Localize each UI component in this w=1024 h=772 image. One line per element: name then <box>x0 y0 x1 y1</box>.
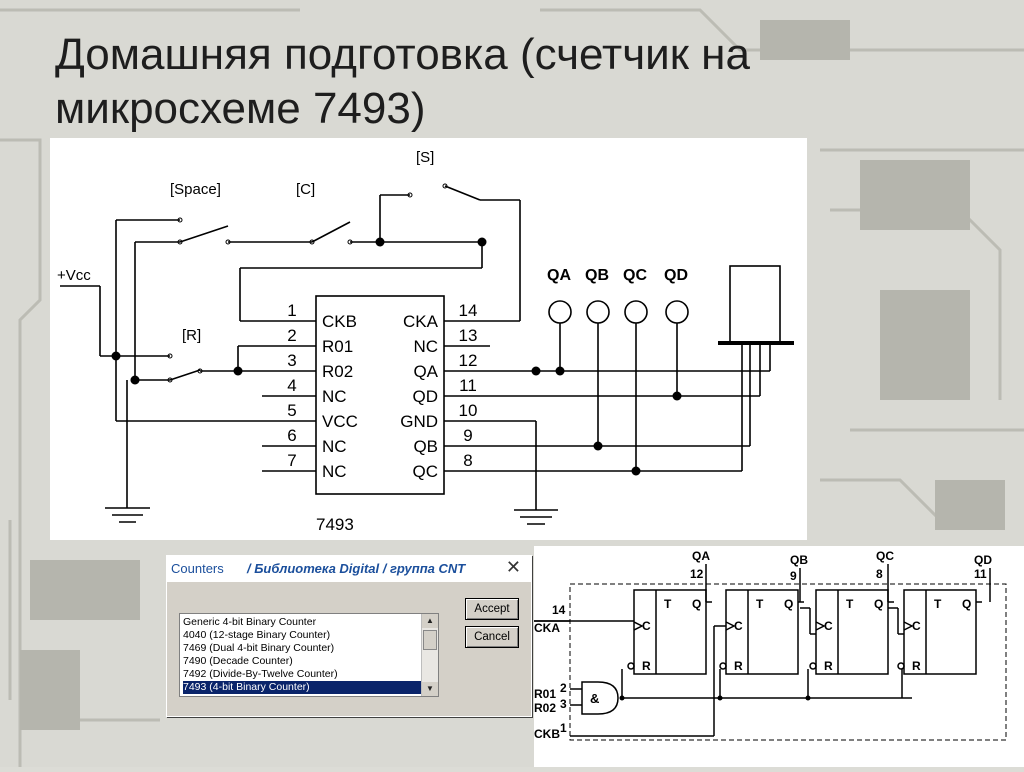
dialog-titlebar: Counters / Библиотека Digital / группа C… <box>167 556 531 582</box>
output-label-qb: QB <box>790 553 808 567</box>
pin-name: NC <box>322 387 347 406</box>
ff-r-label: R <box>642 659 651 673</box>
output-pin-qb: 9 <box>790 569 797 583</box>
output-pin-qd: 11 <box>974 567 987 581</box>
probe-label-qd: QD <box>664 267 688 284</box>
input-label-r02: R02 <box>534 701 556 715</box>
ff-q-label: Q <box>962 597 971 611</box>
input-pin-ckb: 1 <box>560 721 567 735</box>
flip-flop-3 <box>815 589 889 675</box>
pin-number: 12 <box>459 351 478 370</box>
ff-t-label: T <box>664 597 672 611</box>
input-pin-cka: 14 <box>552 603 566 617</box>
probe-label-qb: QB <box>585 267 609 284</box>
pin-number: 3 <box>287 351 296 370</box>
list-item[interactable]: 7492 (Divide-By-Twelve Counter) <box>183 668 338 680</box>
pin-name: NC <box>413 337 438 356</box>
pin-number: 10 <box>459 401 478 420</box>
pin-number: 11 <box>459 376 477 395</box>
ff-r-label: R <box>912 659 921 673</box>
output-label-qc: QC <box>876 549 894 563</box>
key-label-space: [Space] <box>170 181 221 198</box>
vcc-label: +Vcc <box>57 267 91 284</box>
counter-list[interactable]: Generic 4-bit Binary Counter 4040 (12-st… <box>179 613 439 697</box>
pin-name: NC <box>322 437 347 456</box>
scroll-thumb[interactable] <box>423 630 437 650</box>
pin-name: QB <box>413 437 438 456</box>
pin-name: NC <box>322 462 347 481</box>
probe-label-qc: QC <box>623 267 647 284</box>
pin-number: 8 <box>463 451 472 470</box>
input-label-ckb: CKB <box>534 727 560 741</box>
pin-name: GND <box>400 412 438 431</box>
list-item-selected[interactable]: 7493 (4-bit Binary Counter) <box>183 681 435 694</box>
input-pin-r01: 2 <box>560 681 567 695</box>
ff-t-label: T <box>846 597 854 611</box>
library-path-label: / Библиотека Digital / группа CNT <box>247 561 466 576</box>
ff-t-label: T <box>756 597 764 611</box>
output-label-qd: QD <box>974 553 992 567</box>
list-scrollbar[interactable]: ▲ ▼ <box>421 614 438 696</box>
ff-r-label: R <box>734 659 743 673</box>
pin-name: VCC <box>322 412 358 431</box>
pin-name: CKA <box>403 312 439 331</box>
pin-name: CKB <box>322 312 357 331</box>
ff-q-label: Q <box>692 597 701 611</box>
pin-number: 9 <box>463 426 472 445</box>
ff-q-label: Q <box>874 597 883 611</box>
pin-name: QD <box>413 387 439 406</box>
ff-r-label: R <box>824 659 833 673</box>
scroll-up-icon[interactable]: ▲ <box>422 614 438 628</box>
list-item[interactable]: 7490 (Decade Counter) <box>183 655 293 667</box>
chip-name: 7493 <box>316 515 354 534</box>
list-item[interactable]: 7469 (Dual 4-bit Binary Counter) <box>183 642 335 654</box>
pin-number: 13 <box>459 326 478 345</box>
key-label-s: [S] <box>416 149 434 166</box>
key-label-c: [C] <box>296 181 315 198</box>
scroll-down-icon[interactable]: ▼ <box>422 682 438 696</box>
pin-number: 14 <box>459 301 478 320</box>
pin-number: 6 <box>287 426 296 445</box>
pin-number: 2 <box>287 326 296 345</box>
probe-label-qa: QA <box>547 267 571 284</box>
counters-dialog: Counters / Библиотека Digital / группа C… <box>166 555 532 717</box>
list-item[interactable]: 4040 (12-stage Binary Counter) <box>183 629 331 641</box>
ff-c-label: C <box>912 619 921 633</box>
ff-c-label: C <box>734 619 743 633</box>
pin-name: QA <box>413 362 438 381</box>
chip-7493-body <box>315 295 445 495</box>
pin-name: R02 <box>322 362 353 381</box>
output-pin-qa: 12 <box>690 567 704 581</box>
output-pin-qc: 8 <box>876 567 883 581</box>
list-item[interactable]: Generic 4-bit Binary Counter <box>183 616 317 628</box>
flip-flop-1 <box>633 589 707 675</box>
input-label-r01: R01 <box>534 687 556 701</box>
ff-c-label: C <box>824 619 833 633</box>
ff-c-label: C <box>642 619 651 633</box>
pin-name: QC <box>413 462 439 481</box>
cancel-button[interactable]: Cancel <box>465 626 519 648</box>
key-label-r: [R] <box>182 327 201 344</box>
dialog-title: Counters <box>171 561 224 576</box>
output-label-qa: QA <box>692 549 710 563</box>
ff-q-label: Q <box>784 597 793 611</box>
input-label-cka: CKA <box>534 621 560 635</box>
pin-number: 4 <box>287 376 296 395</box>
page-title: Домашняя подготовка (счетчик на микросхе… <box>55 30 750 133</box>
flip-flop-2 <box>725 589 799 675</box>
pin-name: R01 <box>322 337 353 356</box>
input-pin-r02: 3 <box>560 697 567 711</box>
close-icon[interactable]: ✕ <box>505 557 521 577</box>
flip-flop-4 <box>903 589 977 675</box>
ff-t-label: T <box>934 597 942 611</box>
pin-number: 1 <box>287 301 296 320</box>
and-gate-symbol: & <box>590 691 599 706</box>
pin-number: 5 <box>287 401 296 420</box>
accept-button[interactable]: Accept <box>465 598 519 620</box>
pin-number: 7 <box>287 451 296 470</box>
